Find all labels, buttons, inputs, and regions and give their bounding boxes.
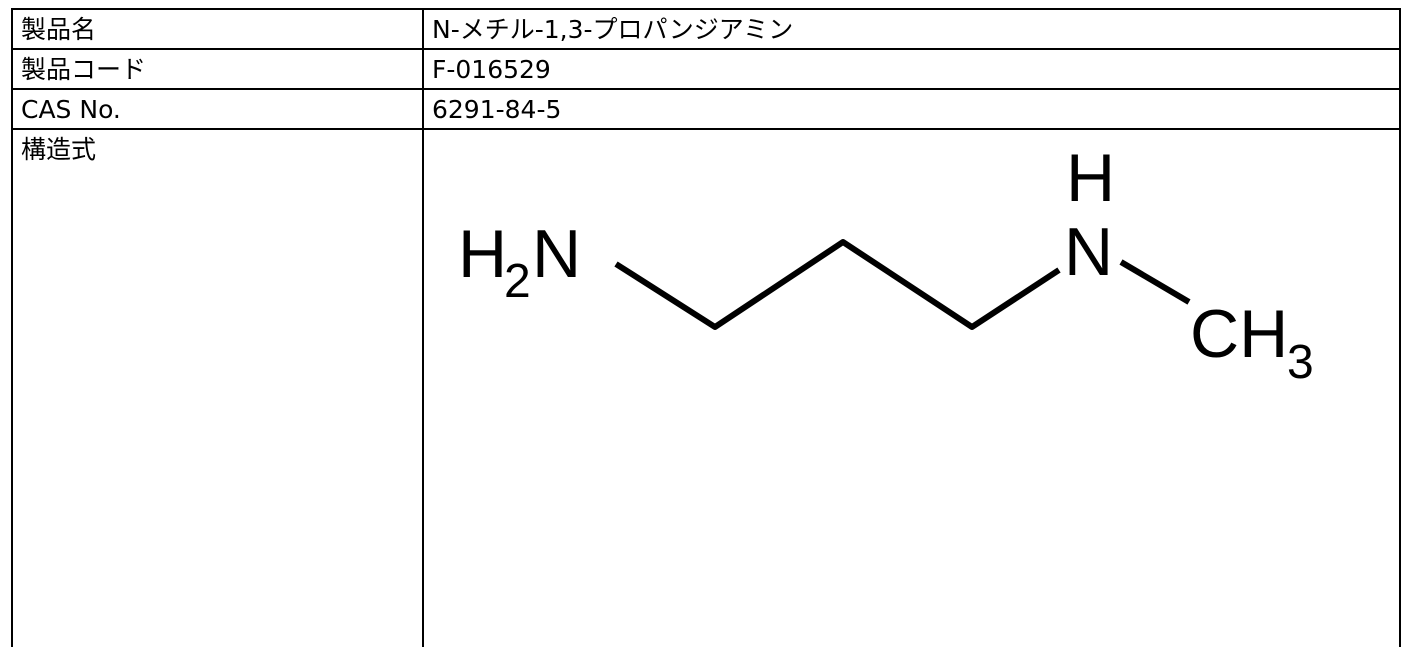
- methyl-ch-atoms: CH: [1190, 296, 1288, 372]
- amine-n-atom: N: [532, 216, 581, 292]
- secondary-n-atom: N: [1064, 214, 1113, 290]
- structural-formula-label: 構造式: [11, 128, 424, 647]
- cas-number-label: CAS No.: [11, 88, 424, 130]
- product-name-label: 製品名: [11, 8, 424, 50]
- methyl-bond: [1119, 259, 1191, 305]
- product-code-value: F-016529: [422, 48, 1401, 90]
- amine-h-subscript: 2: [504, 255, 531, 308]
- cas-number-value: 6291-84-5: [422, 88, 1401, 130]
- product-name-value: N-メチル-1,3-プロパンジアミン: [422, 8, 1401, 50]
- product-code-label: 製品コード: [11, 48, 424, 90]
- row-structural-formula: 構造式 H 2 N H N: [11, 128, 1401, 647]
- row-product-name: 製品名 N-メチル-1,3-プロパンジアミン: [11, 8, 1401, 50]
- product-spec-table: 製品名 N-メチル-1,3-プロパンジアミン 製品コード F-016529 CA…: [11, 8, 1401, 647]
- structural-formula-figure: H 2 N H N CH 3: [432, 137, 1392, 427]
- methyl-subscript: 3: [1287, 336, 1314, 389]
- secondary-h-atom: H: [1066, 140, 1115, 216]
- row-cas-number: CAS No. 6291-84-5: [11, 88, 1401, 130]
- row-product-code: 製品コード F-016529: [11, 48, 1401, 90]
- structural-formula-cell: H 2 N H N CH 3: [422, 128, 1401, 647]
- amine-h-atom: H: [458, 216, 507, 292]
- structural-formula-drawing: H 2 N H N CH 3: [458, 140, 1314, 389]
- carbon-chain-bonds: [614, 239, 1061, 330]
- product-spec-sheet: 製品名 N-メチル-1,3-プロパンジアミン 製品コード F-016529 CA…: [11, 8, 1401, 647]
